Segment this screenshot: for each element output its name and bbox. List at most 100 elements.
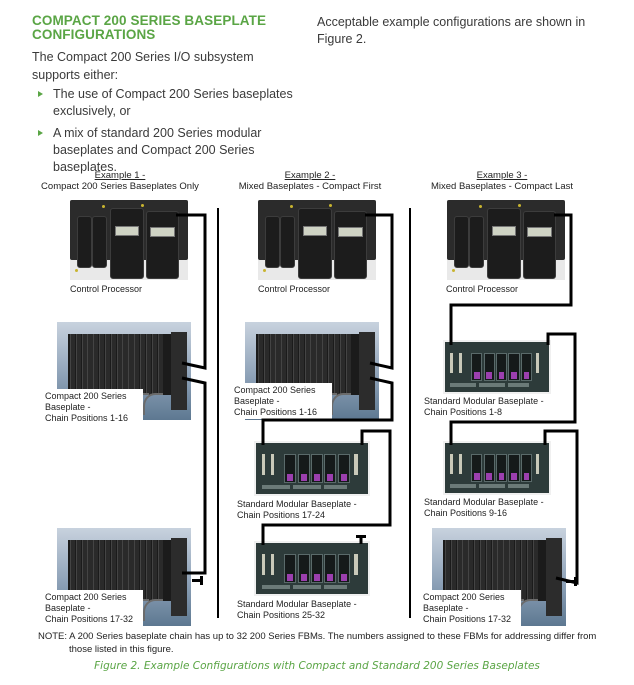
fbm-slot bbox=[110, 333, 116, 395]
label-line: Standard Modular Baseplate - bbox=[237, 499, 357, 509]
bullet-text: The use of Compact 200 Series baseplates… bbox=[53, 87, 293, 118]
cp-module bbox=[145, 211, 180, 279]
indicator-led bbox=[517, 204, 521, 207]
terminal-bar bbox=[261, 484, 290, 489]
fbm-slot bbox=[75, 539, 81, 601]
fbm-slot bbox=[485, 539, 491, 601]
terminator-icon bbox=[356, 535, 366, 538]
fbm-slot bbox=[157, 333, 163, 395]
fbm-slot bbox=[128, 539, 134, 601]
io-cable bbox=[75, 392, 96, 415]
fbm-module bbox=[310, 454, 323, 483]
fbm-slot bbox=[281, 333, 287, 395]
fbm-module bbox=[471, 454, 483, 482]
indicator-led bbox=[451, 268, 455, 272]
fcm-module bbox=[280, 216, 296, 268]
modular-frame bbox=[256, 443, 368, 494]
column-divider bbox=[409, 208, 411, 618]
label-line: Chain Positions 1-16 bbox=[234, 407, 318, 417]
lcd-display bbox=[491, 225, 517, 236]
fbm-slot bbox=[151, 539, 157, 601]
io-cable bbox=[490, 598, 511, 621]
baseplate-label: Compact 200 Series Baseplate - Chain Pos… bbox=[232, 383, 332, 419]
cp-label: Control Processor bbox=[70, 284, 143, 294]
io-cable bbox=[263, 392, 284, 415]
fbm-slot bbox=[328, 333, 334, 395]
cp-label: Control Processor bbox=[446, 284, 519, 294]
io-cable bbox=[129, 392, 150, 415]
fbm-slot bbox=[462, 539, 468, 601]
fbm-slot bbox=[93, 333, 99, 395]
modular-frame bbox=[445, 443, 549, 493]
control-processor-image bbox=[258, 200, 376, 280]
indicator-led bbox=[140, 204, 144, 207]
bullet-triangle-icon bbox=[38, 91, 43, 97]
fbm-slot bbox=[110, 539, 116, 601]
lcd-display bbox=[302, 225, 328, 236]
io-cable bbox=[450, 598, 471, 621]
compact-rack bbox=[67, 333, 173, 395]
indicator-led bbox=[289, 204, 293, 208]
fbm-slot bbox=[134, 539, 140, 601]
io-cable bbox=[129, 598, 150, 621]
fbm-slot bbox=[269, 333, 275, 395]
fbm-slot bbox=[526, 539, 532, 601]
fbm-slot bbox=[263, 333, 269, 395]
label-line: Compact 200 Series bbox=[423, 592, 505, 602]
rack-side-panel bbox=[170, 537, 187, 617]
cp-module bbox=[522, 211, 557, 279]
cable-baseplate-to-baseplate bbox=[449, 332, 577, 445]
terminal-bar bbox=[293, 484, 321, 489]
fbm-slot bbox=[304, 333, 310, 395]
baseplate-label: Compact 200 Series Baseplate - Chain Pos… bbox=[43, 590, 143, 626]
fbm-slot bbox=[275, 333, 281, 395]
fbm-module bbox=[284, 454, 297, 483]
fbm-module bbox=[337, 554, 350, 583]
fbm-slot bbox=[104, 333, 111, 395]
fbm-slot bbox=[140, 539, 146, 601]
baseplate-label: Standard Modular Baseplate - Chain Posit… bbox=[237, 599, 357, 621]
terminal-bar bbox=[450, 382, 477, 387]
fbm-slot bbox=[99, 539, 105, 601]
fbm-slot bbox=[345, 333, 351, 395]
fbm-slot bbox=[145, 333, 152, 395]
io-cable bbox=[142, 598, 163, 621]
cable-baseplate-to-baseplate bbox=[181, 376, 207, 575]
note-line: those listed in this figure. bbox=[69, 644, 174, 655]
fbm-slot bbox=[491, 539, 497, 601]
cable-cp-to-baseplate bbox=[449, 213, 573, 345]
connector bbox=[536, 353, 540, 373]
baseplate-label: Compact 200 Series Baseplate - Chain Pos… bbox=[421, 590, 521, 626]
fbm-module bbox=[483, 454, 495, 482]
bullet-list: The use of Compact 200 Series baseplates… bbox=[36, 86, 316, 181]
fbm-slot bbox=[333, 333, 340, 395]
label-line: Chain Positions 17-24 bbox=[237, 510, 326, 520]
terminal-bar bbox=[479, 382, 506, 387]
compact-baseplate-image bbox=[57, 322, 191, 420]
fbm-module bbox=[297, 454, 310, 483]
fbm-slot bbox=[444, 539, 450, 601]
io-cable bbox=[464, 598, 485, 621]
cable-cp-to-baseplate bbox=[176, 213, 207, 370]
lcd-display bbox=[527, 227, 552, 238]
fbm-module bbox=[337, 454, 350, 483]
label-line: Standard Modular Baseplate - bbox=[237, 599, 357, 609]
terminal-bar bbox=[324, 584, 347, 589]
indicator-led bbox=[478, 204, 482, 208]
indicator-led bbox=[101, 204, 105, 208]
label-line: Standard Modular Baseplate - bbox=[424, 497, 544, 507]
label-line: Compact 200 Series bbox=[234, 385, 316, 395]
cp-backplane bbox=[258, 200, 376, 260]
label-line: Compact 200 Series bbox=[45, 391, 127, 401]
cp-label: Control Processor bbox=[258, 284, 331, 294]
example-subtitle: Mixed Baseplates - Compact First bbox=[238, 181, 382, 192]
label-line: Baseplate - bbox=[423, 603, 469, 613]
indicator-led bbox=[328, 204, 332, 207]
fbm-slot bbox=[69, 539, 75, 601]
baseplate-label: Standard Modular Baseplate - Chain Posit… bbox=[424, 396, 544, 418]
terminal-bar bbox=[261, 584, 290, 589]
io-cable bbox=[89, 598, 110, 621]
fbm-slot bbox=[128, 333, 134, 395]
fbm-slot bbox=[532, 539, 538, 601]
fbm-slot bbox=[99, 333, 105, 395]
